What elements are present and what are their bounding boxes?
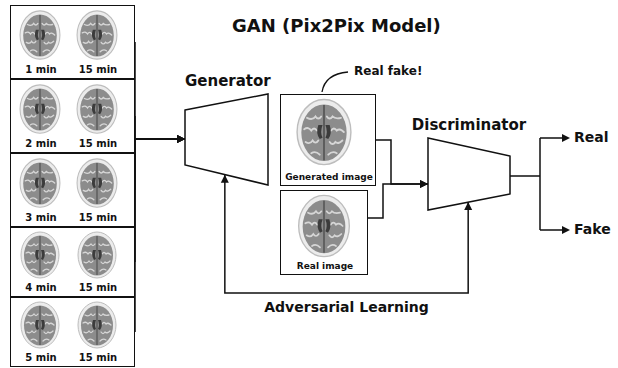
brain-image [20,85,60,133]
connector [135,135,185,332]
connector-line [135,139,185,190]
arrow-head [562,226,570,234]
trapezoid-shape [185,94,268,185]
connector-line [135,139,185,332]
trapezoid-shape [428,138,510,210]
brain-image [297,99,351,164]
arrow-head [420,180,428,188]
output-lines [510,138,562,230]
connector [376,140,428,188]
brain-image [77,11,117,59]
connector [368,180,428,218]
arrow-head [177,135,185,143]
arrow-head [420,180,428,188]
arrow-head [177,135,185,143]
connector-line [368,184,428,218]
image-caption: 15 min [79,212,117,224]
brain-image [21,232,59,278]
image-caption: 15 min [79,282,117,294]
image-pair-box: 4 min 15 min [10,227,135,297]
connector [135,135,185,190]
image-caption: 4 min [25,282,56,294]
arrow-head [177,135,185,143]
image-caption: Generated image [285,172,373,183]
image-caption: 15 min [79,352,117,364]
brain-image [20,11,60,59]
arrow-head [562,134,570,142]
image-pair-box: 5 min 15 min [10,297,135,367]
brain-image [77,159,117,207]
output-label: Real [574,129,609,146]
arrow-head [177,135,185,143]
connector-line [376,140,428,184]
brain-image [77,85,117,133]
brain-image [21,302,59,348]
image-caption: 3 min [25,212,56,224]
brain-image [78,302,116,348]
image-pair-box: 2 min 15 min [10,79,135,153]
connector [135,135,185,262]
arrow-head [177,135,185,143]
brain-image [78,232,116,278]
image-caption: Real image [297,261,353,272]
connector [135,42,185,143]
callout-note: Real fake! [354,64,422,78]
node-heading: Generator [185,72,271,90]
shape-outline [428,138,510,210]
image-caption: 2 min [25,138,56,150]
image-pair-box: 1 min 15 min [10,5,135,79]
output-label: Fake [574,221,611,238]
discriminator-trapezoid: Discriminator [428,138,510,210]
edge-label: Adversarial Learning [264,299,429,316]
shape-outline [185,94,268,185]
image-caption: 5 min [25,352,56,364]
generator-trapezoid: Generator [185,94,268,185]
image-caption: 1 min [25,64,56,76]
image-box: Generated image [280,94,376,186]
connector-line [135,42,185,139]
diagram-title: GAN (Pix2Pix Model) [232,15,441,37]
connector-line [135,139,185,262]
node-heading: Discriminator [412,116,526,134]
image-box: Real image [280,190,368,275]
brain-image [20,159,60,207]
image-caption: 15 min [79,138,117,150]
image-pair-box: 3 min 15 min [10,153,135,227]
brain-image [299,195,350,256]
leader-line [322,72,348,92]
image-caption: 15 min [79,64,117,76]
